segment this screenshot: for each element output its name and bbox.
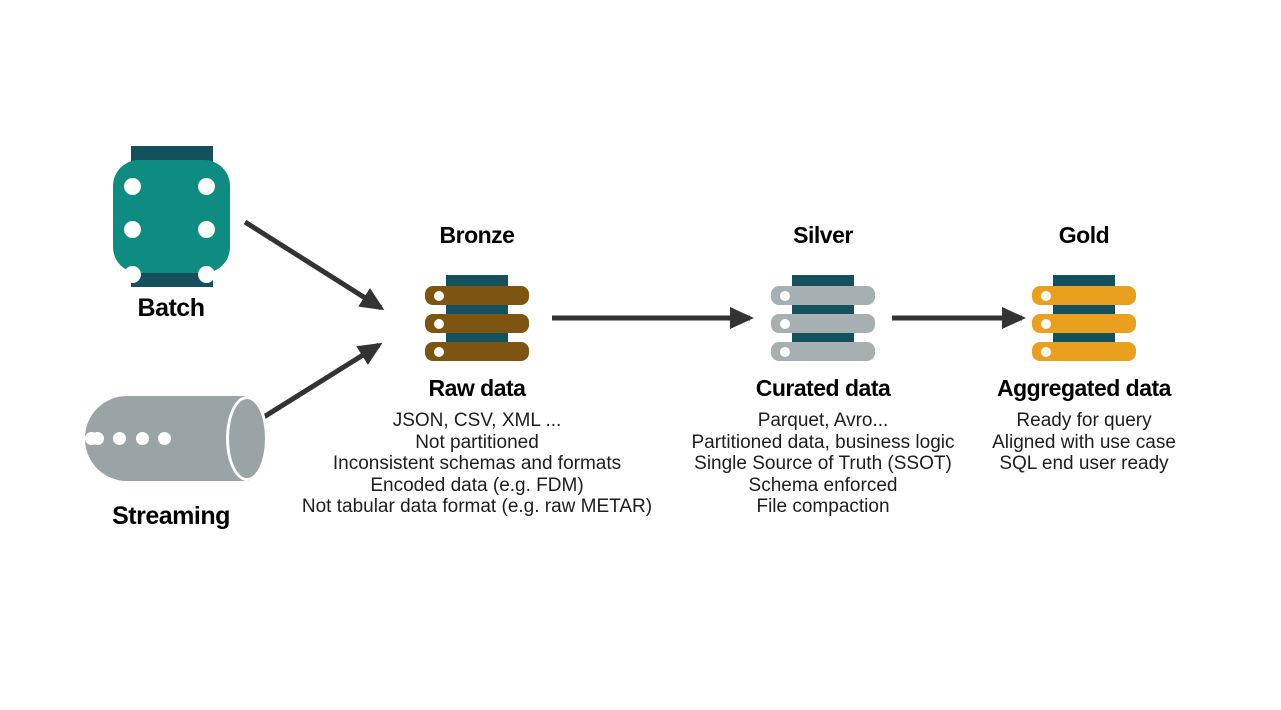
stack-bar-dot	[1041, 290, 1051, 301]
stack-bar-dot	[1041, 346, 1051, 357]
batch-label: Batch	[137, 294, 205, 322]
stack-bar	[425, 342, 529, 361]
batch-icon	[113, 146, 230, 287]
gold-title: Gold	[1058, 222, 1110, 248]
detail-line: SQL end user ready	[999, 453, 1169, 474]
silver-details: Parquet, Avro...Partitioned data, busine…	[692, 410, 955, 518]
batch-icon-dot	[124, 221, 141, 238]
stack-bar-dot	[780, 318, 790, 329]
stack-bar	[1032, 286, 1136, 305]
silver-subtitle: Curated data	[755, 375, 891, 401]
stack-bar-dot	[1041, 318, 1051, 329]
batch-icon-dot	[124, 178, 141, 195]
batch-icon-dot	[198, 178, 215, 195]
stack-bar-dot	[434, 346, 444, 357]
batch-icon-bottom-cap	[131, 272, 213, 287]
stack-bar	[425, 314, 529, 333]
stack-bar-dot	[780, 346, 790, 357]
streaming-label: Streaming	[112, 502, 230, 530]
detail-line: JSON, CSV, XML ...	[392, 410, 562, 431]
bronze-title: Bronze	[439, 222, 515, 248]
batch-icon-dot	[198, 221, 215, 238]
batch-icon-body	[113, 160, 230, 283]
streaming-dot	[136, 432, 149, 445]
stack-bar	[1032, 342, 1136, 361]
streaming-dot	[91, 432, 104, 445]
batch-icon-dot	[124, 266, 141, 283]
stack-bar-dot	[434, 318, 444, 329]
detail-line: Encoded data (e.g. FDM)	[370, 474, 584, 496]
detail-line: Schema enforced	[748, 474, 898, 496]
detail-line: Ready for query	[1016, 410, 1152, 431]
detail-line: Inconsistent schemas and formats	[332, 453, 622, 474]
stack-bar-dot	[434, 290, 444, 301]
detail-line: File compaction	[756, 496, 890, 517]
silver-server-stack-icon	[771, 275, 875, 361]
stack-bar	[771, 286, 875, 305]
stack-bar-dot	[780, 290, 790, 301]
stage-silver: Silver Curated data Parquet, Avro...Part…	[613, 220, 1033, 518]
streaming-dot	[158, 432, 171, 445]
batch-icon-dot	[198, 266, 215, 283]
stage-bronze: Bronze Raw data JSON, CSV, XML ...Not pa…	[267, 220, 687, 518]
silver-title: Silver	[793, 222, 853, 248]
bronze-subtitle: Raw data	[428, 375, 526, 401]
streaming-dot	[113, 432, 126, 445]
stack-bar	[1032, 314, 1136, 333]
detail-line: Not partitioned	[415, 431, 539, 453]
streaming-cylinder-icon	[85, 396, 271, 481]
gold-subtitle: Aggregated data	[997, 375, 1171, 401]
detail-line: Not tabular data format (e.g. raw METAR)	[301, 496, 653, 517]
detail-line: Parquet, Avro...	[757, 410, 889, 431]
detail-line: Partitioned data, business logic	[691, 431, 955, 453]
stack-bar	[425, 286, 529, 305]
detail-line: Single Source of Truth (SSOT)	[694, 453, 952, 474]
stack-bar	[771, 342, 875, 361]
gold-server-stack-icon	[1032, 275, 1136, 361]
stack-bar	[771, 314, 875, 333]
bronze-server-stack-icon	[425, 275, 529, 361]
batch-icon-top-cap	[131, 146, 213, 164]
streaming-cylinder-cap	[226, 396, 268, 481]
detail-line: Aligned with use case	[992, 431, 1176, 453]
